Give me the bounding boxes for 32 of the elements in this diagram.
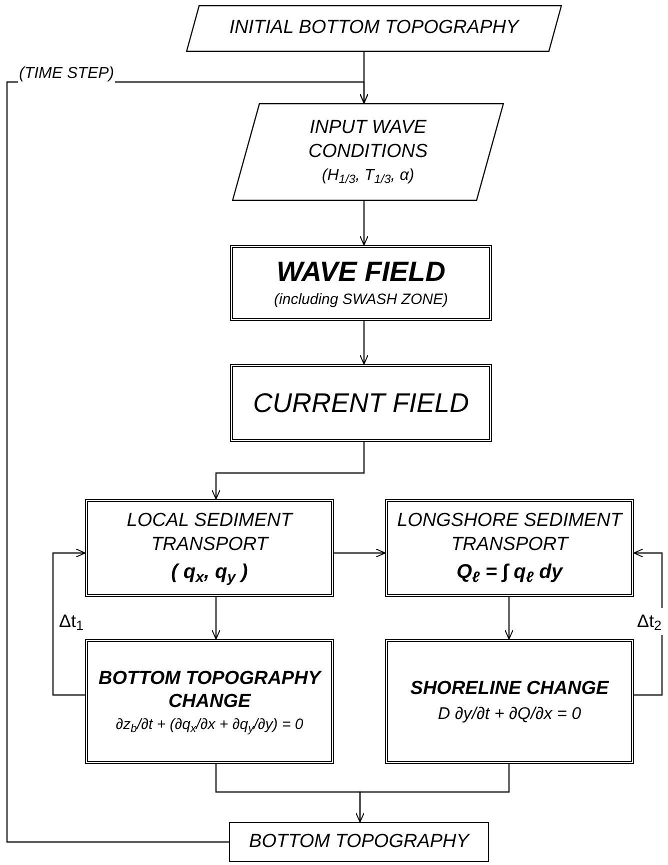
- node-label: BOTTOM TOPOGRAPHY: [249, 830, 469, 854]
- node-label: WAVE FIELD: [276, 255, 446, 290]
- process-box: [230, 364, 492, 442]
- node-label: ( q$_{x}$, q$_{y}$ ): [171, 560, 248, 587]
- node-label: LONGSHORE SEDIMENT TRANSPORT: [396, 509, 624, 557]
- edge-label: Δt$_{2}$: [636, 608, 663, 635]
- node-label: BOTTOM TOPOGRAPHY CHANGE: [97, 666, 323, 714]
- process-box: [385, 639, 634, 764]
- node-label: ∂z$_{b}$/∂t + (∂q$_{x}$/∂x + ∂q$_{y}$/∂y) = 0: [116, 715, 304, 736]
- process-box: [85, 499, 334, 597]
- node-label: INPUT WAVE CONDITIONS: [307, 116, 429, 164]
- node-label: INITIAL BOTTOM TOPOGRAPHY: [229, 16, 519, 40]
- arrow: [212, 597, 220, 640]
- arrow: [334, 548, 386, 558]
- arrow: [212, 442, 365, 500]
- node-label: (including SWASH ZONE): [274, 290, 448, 310]
- node-label: CURRENT FIELD: [252, 386, 469, 420]
- process-box: [385, 499, 634, 597]
- process-box: [85, 639, 334, 764]
- arrow: [360, 321, 368, 364]
- process-box: [230, 245, 492, 321]
- arrow: [360, 201, 368, 246]
- node-label: D ∂y/∂t + ∂Q/∂x = 0: [438, 702, 582, 725]
- node-label: Q$_{ℓ}$ = ∫ q$_{ℓ}$ dy: [456, 560, 562, 587]
- node-label: LOCAL SEDIMENT TRANSPORT: [126, 509, 294, 557]
- output-box: [229, 822, 489, 862]
- node-label: (H$_{1/3}$, T$_{1/3}$, α): [322, 166, 414, 188]
- node-label: SHORELINE CHANGE: [410, 676, 609, 701]
- arrow: [52, 548, 86, 696]
- arrow: [6, 81, 368, 843]
- arrow: [356, 764, 510, 822]
- arrow: [504, 597, 514, 640]
